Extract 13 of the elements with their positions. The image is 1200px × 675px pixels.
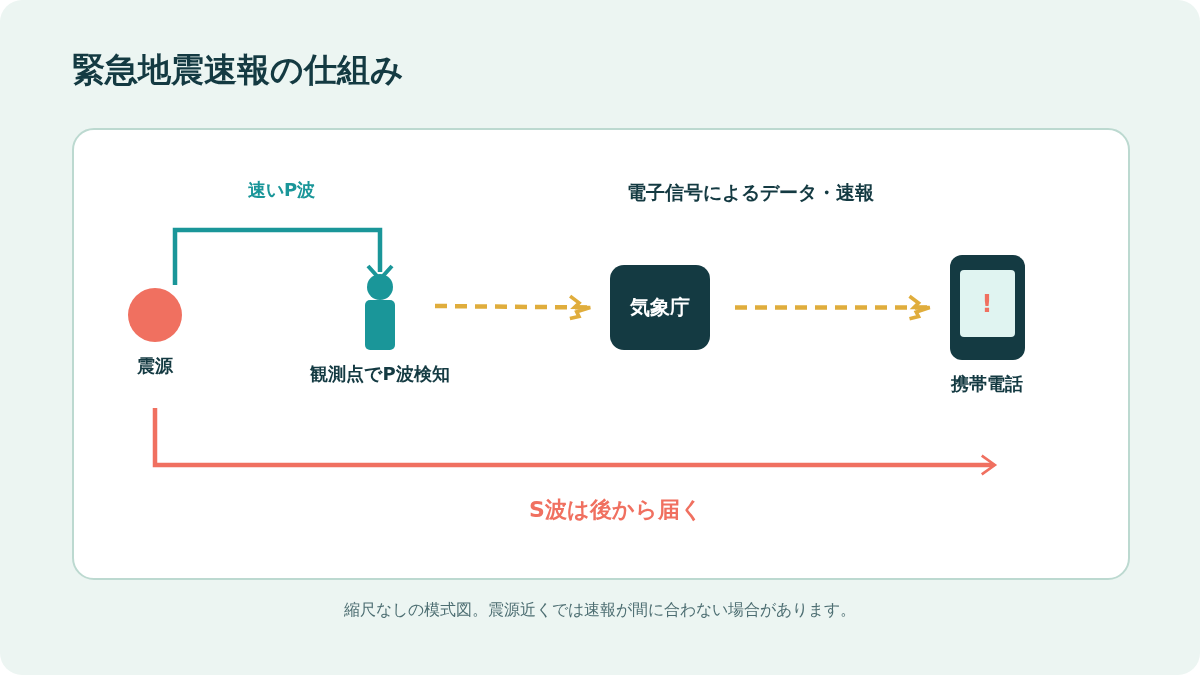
node-label: 震源	[137, 354, 173, 378]
connector-line	[172, 227, 383, 285]
node-label: 携帯電話	[951, 372, 1023, 396]
edge-label: 速いP波	[246, 178, 317, 202]
title: 緊急地震速報の仕組み	[72, 49, 404, 91]
agency-box	[610, 265, 710, 350]
arrow	[152, 408, 997, 476]
caption: 縮尺なしの模式図。震源近くでは速報が間に合わない場合があります。	[343, 600, 857, 621]
node-label: 観測点でP波検知	[310, 362, 450, 386]
section-label: 電子信号によるデータ・速報	[625, 180, 875, 205]
box-label: 気象庁	[630, 294, 690, 321]
alert-mark: !	[981, 289, 993, 318]
edge-label: S波は後から届く	[528, 496, 704, 524]
